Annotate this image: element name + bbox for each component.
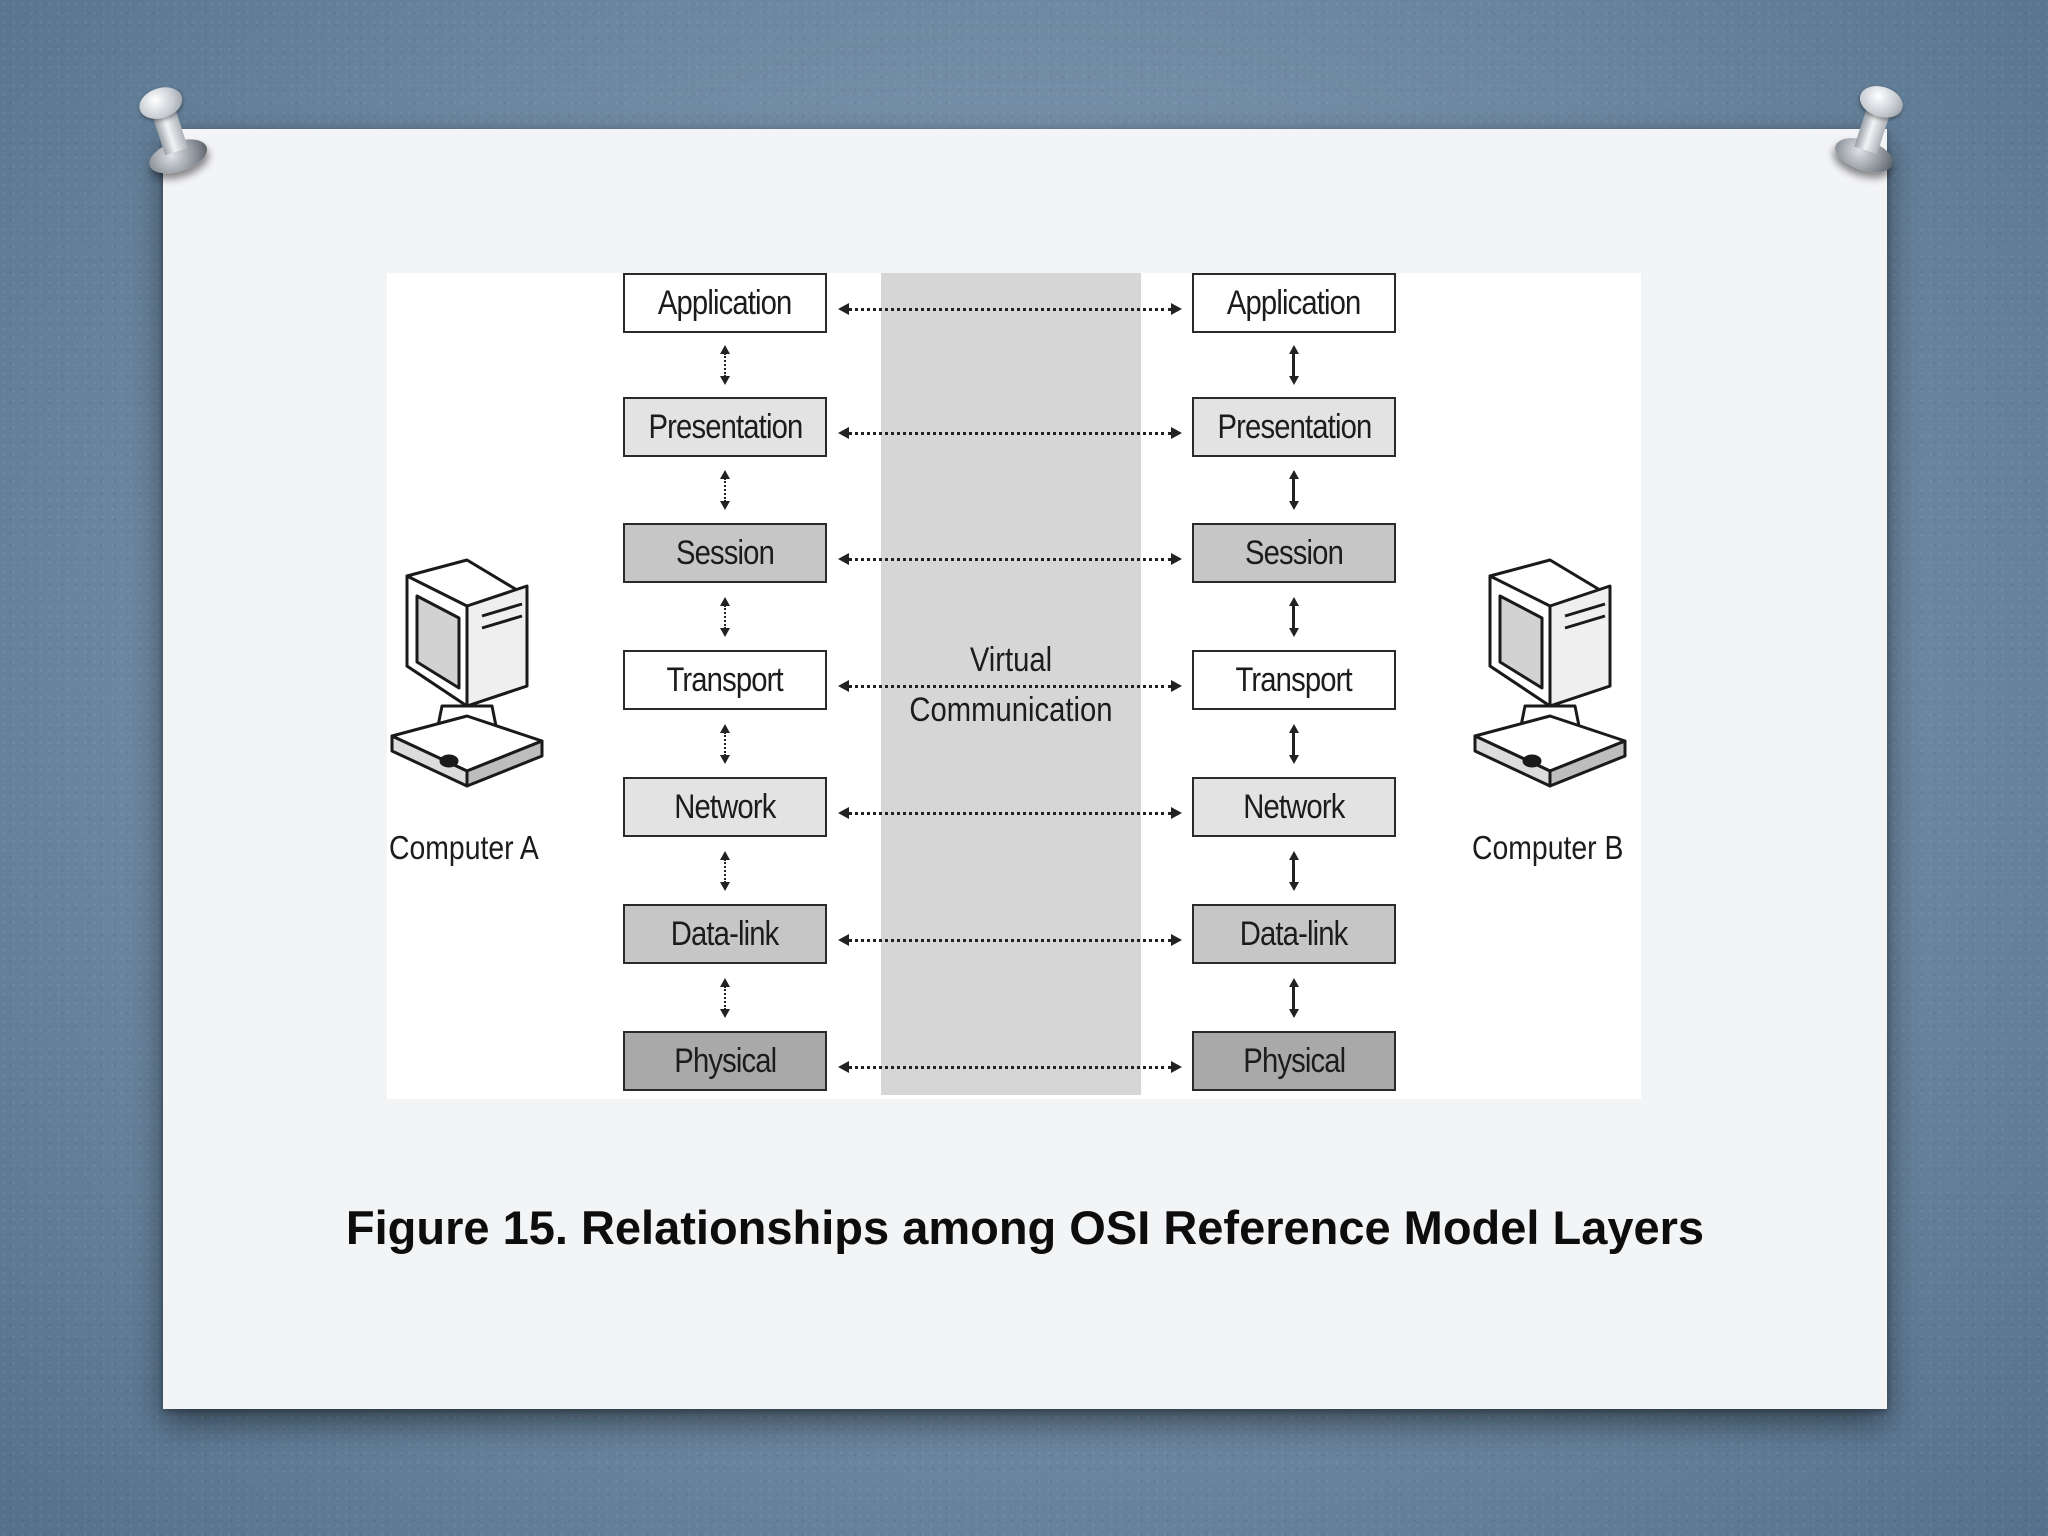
layer-b-application: Application xyxy=(1192,273,1396,333)
layer-b-data-link: Data-link xyxy=(1192,904,1396,964)
vertical-arrow-a xyxy=(719,470,731,510)
peer-arrow-network xyxy=(838,806,1182,820)
layer-b-physical: Physical xyxy=(1192,1031,1396,1091)
computer-b-label: Computer B xyxy=(1472,829,1624,866)
vertical-arrow-a xyxy=(719,851,731,891)
layer-a-data-link: Data-link xyxy=(623,904,827,964)
layer-a-presentation: Presentation xyxy=(623,397,827,457)
vertical-arrow-b xyxy=(1288,978,1300,1018)
peer-arrow-data-link xyxy=(838,933,1182,947)
vertical-arrow-a xyxy=(719,597,731,637)
layer-b-presentation: Presentation xyxy=(1192,397,1396,457)
vertical-arrow-b xyxy=(1288,345,1300,385)
vertical-arrow-a xyxy=(719,724,731,764)
vertical-arrow-b xyxy=(1288,851,1300,891)
vertical-arrow-b xyxy=(1288,597,1300,637)
vertical-arrow-b xyxy=(1288,470,1300,510)
layer-b-network: Network xyxy=(1192,777,1396,837)
computer-a-label: Computer A xyxy=(389,829,539,866)
layer-a-transport: Transport xyxy=(623,650,827,710)
peer-arrow-session xyxy=(838,552,1182,566)
layer-b-session: Session xyxy=(1192,523,1396,583)
peer-arrow-transport xyxy=(838,679,1182,693)
figure-caption: Figure 15. Relationships among OSI Refer… xyxy=(345,1201,1705,1254)
layer-a-network: Network xyxy=(623,777,827,837)
vertical-arrow-a xyxy=(719,978,731,1018)
computer-b-icon xyxy=(1473,558,1627,788)
peer-arrow-application xyxy=(838,302,1182,316)
layer-b-transport: Transport xyxy=(1192,650,1396,710)
peer-arrow-presentation xyxy=(838,426,1182,440)
layer-a-application: Application xyxy=(623,273,827,333)
layer-a-physical: Physical xyxy=(623,1031,827,1091)
osi-diagram: Computer A Computer B Virtual Communicat… xyxy=(387,273,1641,1099)
vertical-arrow-a xyxy=(719,345,731,385)
layer-a-session: Session xyxy=(623,523,827,583)
vertical-arrow-b xyxy=(1288,724,1300,764)
virtual-communication-label: Virtual Communication xyxy=(909,641,1113,729)
peer-arrow-physical xyxy=(838,1060,1182,1074)
virtual-communication-band xyxy=(881,273,1141,1095)
computer-a-icon xyxy=(390,558,544,788)
